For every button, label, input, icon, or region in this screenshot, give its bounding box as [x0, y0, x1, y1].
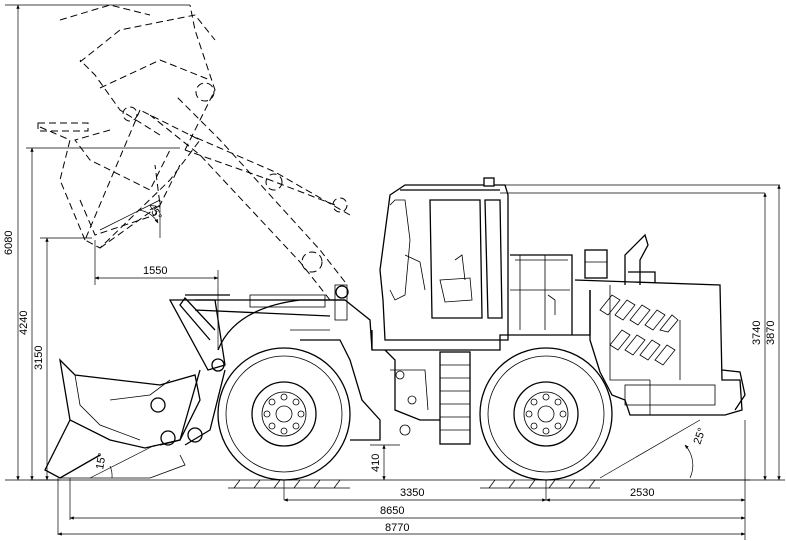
ground-clearance-label: 410 [370, 454, 382, 472]
overall-height-label: 3870 [765, 321, 777, 345]
hinge-pin-height-label: 4240 [18, 311, 30, 335]
rear-overhang-label: 2530 [630, 487, 654, 499]
cab [379, 177, 509, 341]
access-ladder [384, 349, 471, 445]
rear-wheel [479, 347, 613, 481]
mid-raised-bucket-dashed [59, 4, 216, 236]
dump-reach-label: 1550 [143, 265, 167, 277]
wheelbase-label: 3350 [400, 487, 424, 499]
dimension-lines [5, 4, 785, 540]
raised-boom-dashed [79, 4, 351, 301]
handrails [510, 254, 573, 335]
front-wheel [217, 347, 351, 481]
raised-bucket-dashed [37, 109, 201, 249]
rear-body [371, 233, 746, 416]
length-no-bucket-label: 8650 [380, 505, 404, 517]
bucket-lowered [44, 358, 203, 479]
dump-clearance-label: 3150 [33, 346, 45, 370]
departure-angle-label: 25° [692, 426, 709, 446]
dump-angle-label: 45° [145, 202, 163, 222]
overall-length-label: 8770 [385, 522, 409, 534]
max-height-label: 6080 [3, 231, 15, 255]
bucket-rollback-angle-label: 15° [94, 452, 109, 470]
cab-height-label: 3740 [751, 321, 763, 345]
